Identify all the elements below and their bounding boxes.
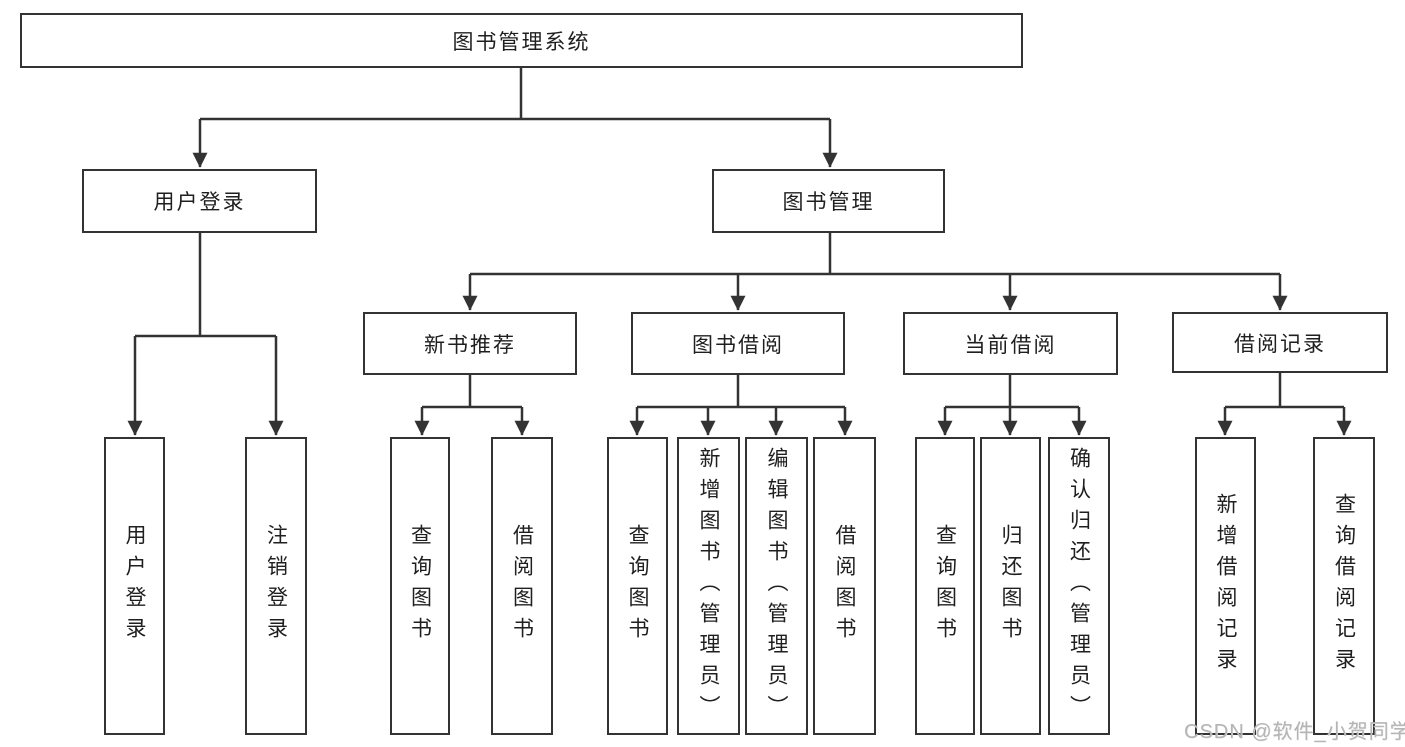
connector-new-book-recommend <box>422 375 522 409</box>
leaf-label: 用户登录 <box>123 524 146 648</box>
leaf-edit-books-admin: 编辑图书（管理员） <box>745 437 808 735</box>
leaf-confirm-return-admin: 确认归还（管理员） <box>1048 437 1110 735</box>
leaf-label: 查询图书 <box>933 524 957 648</box>
connector-root <box>200 68 830 121</box>
leaf-borrow-books: 借阅图书 <box>813 437 876 735</box>
leaf-search-borrow-record: 查询借阅记录 <box>1313 437 1375 735</box>
leaf-add-borrow-record: 新增借阅记录 <box>1195 437 1256 735</box>
node-label: 当前借阅 <box>964 333 1057 357</box>
node-label: 图书借阅 <box>692 333 784 357</box>
leaf-logout-login: 注销登录 <box>245 437 307 735</box>
leaf-label: 借阅图书 <box>833 524 856 648</box>
node-label: 图书管理系统 <box>452 30 591 54</box>
node-new-book-recommend: 新书推荐 <box>363 312 577 375</box>
leaf-search-books-borrowing: 查询图书 <box>607 437 668 735</box>
leaf-label: 查询借阅记录 <box>1332 493 1356 679</box>
leaf-label: 归还图书 <box>999 524 1022 648</box>
leaf-label: 新增借阅记录 <box>1214 493 1237 679</box>
node-current-borrowing: 当前借阅 <box>903 312 1118 375</box>
leaf-label: 注销登录 <box>264 524 288 648</box>
node-borrow-records: 借阅记录 <box>1172 312 1388 373</box>
connector-user-login <box>135 233 276 338</box>
leaf-label: 查询图书 <box>408 524 432 648</box>
connector-book-management <box>470 233 1280 276</box>
leaf-label: 新增图书（管理员） <box>697 446 720 726</box>
leaf-add-books-admin: 新增图书（管理员） <box>677 437 740 735</box>
connector-current-borrowing <box>945 375 1079 409</box>
node-label: 用户登录 <box>153 191 246 214</box>
leaf-user-login: 用户登录 <box>104 437 165 735</box>
node-label: 新书推荐 <box>424 333 516 357</box>
leaf-label: 编辑图书（管理员） <box>765 446 788 726</box>
node-book-borrowing: 图书借阅 <box>631 312 845 375</box>
leaf-borrow-books-recommend: 借阅图书 <box>491 437 553 735</box>
connector-borrow-records <box>1225 373 1344 409</box>
node-book-management: 图书管理 <box>712 169 945 233</box>
leaf-label: 借阅图书 <box>510 524 534 648</box>
leaf-return-books: 归还图书 <box>980 437 1041 735</box>
connector-book-borrowing <box>637 375 845 409</box>
node-user-login: 用户登录 <box>82 169 317 233</box>
csdn-watermark: CSDN @软件_小贺同学 <box>1184 721 1405 743</box>
node-label: 借阅记录 <box>1234 332 1326 356</box>
leaf-search-books-recommend: 查询图书 <box>390 437 450 735</box>
leaf-label: 查询图书 <box>626 524 649 648</box>
leaf-label: 确认归还（管理员） <box>1067 446 1091 726</box>
node-library-management-system: 图书管理系统 <box>20 13 1023 68</box>
node-label: 图书管理 <box>782 191 875 214</box>
leaf-search-books-current: 查询图书 <box>915 437 975 735</box>
